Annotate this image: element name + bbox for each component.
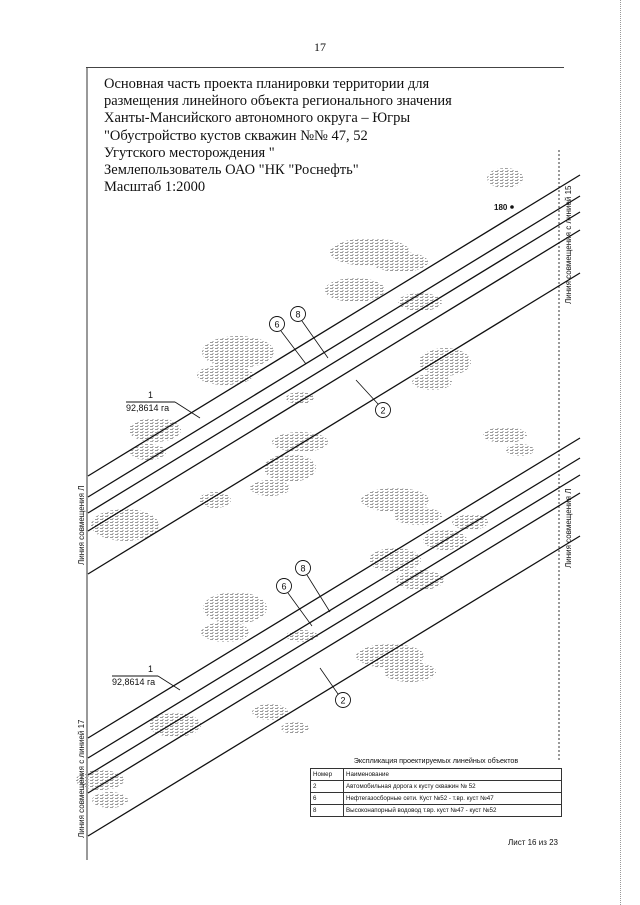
legend-row-number: 2 xyxy=(310,780,344,793)
title-line: Основная часть проекта планировки террит… xyxy=(104,76,430,92)
legend-row-name: Нефтегазосборные сети. Куст №52 - т.вр. … xyxy=(343,792,562,805)
survey-point xyxy=(510,205,514,209)
legend-row-number: 8 xyxy=(310,804,344,817)
area-leader-line xyxy=(174,401,201,419)
callout-6-lower: 6 xyxy=(281,582,286,592)
legend-row: 8 Высоконапорный водовод т.вр. куст №47 … xyxy=(310,804,562,817)
match-line-label-right-lower: Линия совмещения Л xyxy=(564,489,573,568)
callout-8-upper: 8 xyxy=(295,310,300,320)
legend-row: 6 Нефтегазосборные сети. Куст №52 - т.вр… xyxy=(310,792,562,805)
callout-2-lower: 2 xyxy=(340,696,345,706)
area-value-lower: 92,8614 га xyxy=(112,677,155,687)
area-leader-line xyxy=(157,675,181,691)
header-divider xyxy=(86,67,564,68)
sheet-footer: Лист 16 из 23 xyxy=(508,838,558,847)
legend-col-name: Наименование xyxy=(343,768,562,781)
vegetation-patches xyxy=(91,168,534,541)
title-line: Угутского месторождения " xyxy=(104,144,275,161)
legend-row-number: 6 xyxy=(310,792,344,805)
area-value-upper: 92,8614 га xyxy=(126,403,169,413)
callout-8-lower: 8 xyxy=(300,564,305,574)
page-number: 17 xyxy=(314,40,326,54)
legend-row-name: Высоконапорный водовод т.вр. куст №47 - … xyxy=(343,804,562,817)
callouts-upper: 6 8 2 xyxy=(269,306,391,418)
legend-header-row: Номер Наименование xyxy=(310,768,562,781)
title-line: размещения линейного объекта регионально… xyxy=(104,93,452,110)
match-line-label-left-lower: Линия совмещения с линией 17 xyxy=(77,719,86,838)
vegetation-patches-lower xyxy=(76,530,467,808)
callout-2-upper: 2 xyxy=(380,406,385,416)
legend-caption: Экспликация проектируемых линейных объек… xyxy=(353,756,519,765)
match-line-label-right-upper: Линия совмещения с линией 15 xyxy=(564,185,573,304)
title-line: "Обустройство кустов скважин №№ 47, 52 xyxy=(104,127,368,144)
title-line: Ханты-Мансийского автономного округа – Ю… xyxy=(104,110,411,127)
callouts-lower: 6 8 2 xyxy=(276,560,351,708)
callout-6-upper: 6 xyxy=(274,320,279,330)
legend-col-number: Номер xyxy=(310,768,344,781)
area-number-upper: 1 xyxy=(148,390,153,400)
legend-table: Номер Наименование 2 Автомобильная дорог… xyxy=(310,768,562,817)
title-line: Землепользователь ОАО "НК "Роснефть" xyxy=(104,162,359,179)
explication-legend: Экспликация проектируемых линейных объек… xyxy=(310,756,562,817)
legend-row: 2 Автомобильная дорога к кусту скважин №… xyxy=(310,780,562,793)
corridor-lines-lower xyxy=(87,437,581,837)
corridor-lines-upper xyxy=(87,174,581,575)
match-line-label-left-upper: Линия совмещения Л xyxy=(77,486,86,565)
area-number-lower: 1 xyxy=(148,664,153,674)
page-edge xyxy=(620,0,621,905)
point-label: 180 xyxy=(494,203,508,212)
title-block: Основная часть проекта планировки террит… xyxy=(104,76,484,196)
title-line: Масштаб 1:2000 xyxy=(104,179,206,196)
legend-row-name: Автомобильная дорога к кусту скважин № 5… xyxy=(343,780,562,793)
